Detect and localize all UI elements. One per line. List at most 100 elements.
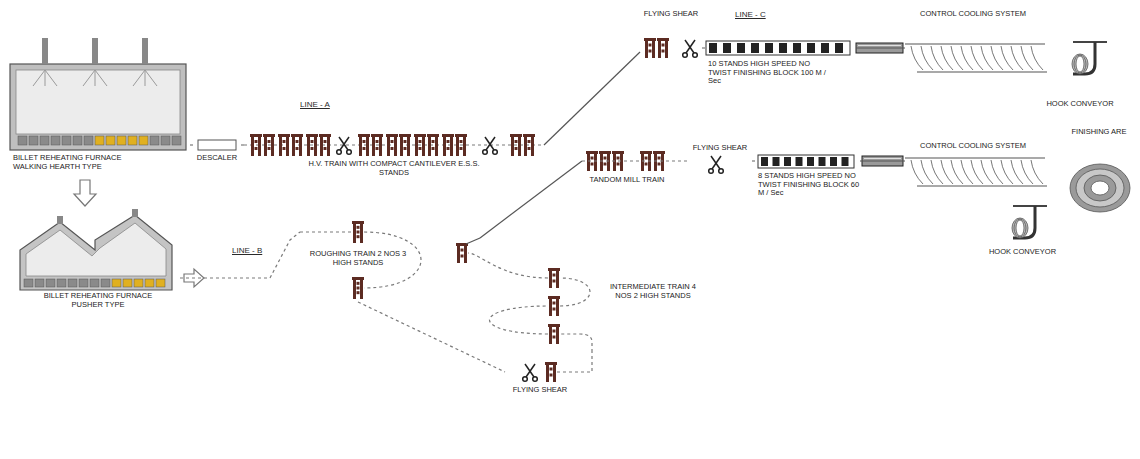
stand-leg — [661, 154, 664, 171]
stand-leg — [665, 41, 668, 58]
stand-roll — [404, 140, 407, 143]
billet — [62, 136, 71, 145]
rolling-line — [560, 278, 590, 306]
conveyor-rail — [905, 157, 1045, 158]
stand-roll — [255, 147, 258, 150]
stand-leg — [553, 365, 556, 382]
stand-cap — [657, 38, 669, 41]
conveyor-loop — [1031, 46, 1043, 70]
equipment-label: TANDOM MILL TRAIN — [582, 176, 672, 185]
stand-leg — [457, 246, 460, 263]
stand-cap — [278, 134, 290, 137]
stand-cap — [653, 151, 665, 154]
stand-cap — [427, 134, 439, 137]
stand-leg — [652, 41, 655, 58]
rolling-line — [300, 231, 352, 232]
flame — [133, 70, 145, 86]
laying-pipe-edge — [858, 45, 901, 46]
stand-roll — [460, 147, 463, 150]
stand-cap — [306, 134, 318, 137]
stand-leg — [600, 154, 603, 171]
stand-roll — [357, 291, 360, 294]
shear-symbol — [483, 137, 498, 154]
coil — [1084, 175, 1116, 201]
shear-blade — [340, 137, 349, 150]
stand-leg — [556, 271, 559, 288]
billet — [123, 279, 132, 287]
flame — [83, 70, 95, 86]
tandem-mill: TANDOM MILL TRAIN — [582, 150, 672, 188]
stand-roll — [311, 140, 314, 143]
stand-leg — [556, 327, 559, 344]
stand-cap — [548, 268, 560, 271]
stand-leg — [314, 137, 317, 156]
block-stand — [807, 43, 815, 53]
equipment-label: CONTROL COOLING SYSTEM — [920, 10, 1045, 19]
rolling-stand — [414, 134, 426, 156]
rolling-stand — [510, 134, 522, 156]
wire-coil — [1016, 220, 1024, 236]
billet — [145, 279, 154, 287]
rolling-stand — [548, 268, 560, 288]
burner — [57, 216, 63, 224]
stand-roll — [591, 157, 594, 160]
billet — [68, 279, 77, 287]
stand-roll — [658, 157, 661, 160]
hook-arm — [1073, 42, 1095, 74]
coil — [1070, 164, 1130, 212]
stand-roll — [550, 374, 553, 377]
rolling-line — [752, 160, 756, 161]
stand-roll — [357, 287, 360, 290]
stand-roll — [296, 147, 299, 150]
stand-roll — [283, 147, 286, 150]
stand-roll — [604, 157, 607, 160]
shear-symbol — [683, 40, 698, 57]
block-stand — [830, 157, 837, 166]
stand-leg — [549, 299, 552, 316]
stand-leg — [387, 137, 390, 156]
stand-roll — [662, 44, 665, 47]
stand-cap — [612, 151, 624, 154]
finishing-block: 8 STANDS HIGH SPEED NO TWIST FINISHING B… — [756, 154, 860, 206]
wire-coil — [1072, 54, 1088, 74]
hook-rail — [1073, 41, 1107, 43]
block-stand — [773, 157, 780, 166]
shear-symbol — [337, 137, 352, 154]
stand-roll — [419, 140, 422, 143]
furnace-body — [20, 215, 172, 290]
stand-cap — [319, 134, 331, 137]
block-stand — [796, 157, 803, 166]
rolling-stand — [352, 277, 364, 299]
intermediate-train: INTERMEDIATE TRAIN 4 NOS 2 HIGH STANDS — [425, 238, 707, 352]
shear-blade — [711, 156, 720, 169]
stand-cap — [352, 221, 364, 224]
down-arrow — [74, 180, 96, 206]
furnace-body — [10, 64, 186, 150]
hook-rail — [1013, 205, 1047, 207]
shear-loop — [683, 53, 688, 58]
block-stand — [723, 43, 731, 53]
stand-roll — [432, 140, 435, 143]
rolling-stand — [548, 296, 560, 316]
stand-leg — [286, 137, 289, 156]
hv-train: H.V. TRAIN WITH COMPACT CANTILEVER E.S.S… — [244, 130, 544, 180]
stand-roll — [419, 147, 422, 150]
equipment-label: CONTROL COOLING SYSTEM — [920, 142, 1045, 151]
stand-leg — [654, 154, 657, 171]
stand-roll — [553, 302, 556, 305]
cooling-system: CONTROL COOLING SYSTEM — [905, 8, 1055, 80]
stand-roll — [460, 140, 463, 143]
billet — [24, 279, 33, 287]
burner — [42, 38, 48, 64]
flame — [145, 70, 146, 86]
stand-leg — [394, 137, 397, 156]
block-stand — [819, 157, 826, 166]
stand-leg — [658, 41, 661, 58]
stand-roll — [528, 147, 531, 150]
stand-leg — [443, 137, 446, 156]
rolling-line — [490, 306, 549, 334]
stand-cap — [548, 296, 560, 299]
cooling-system: CONTROL COOLING SYSTEM — [905, 140, 1045, 190]
stand-leg — [258, 137, 261, 156]
